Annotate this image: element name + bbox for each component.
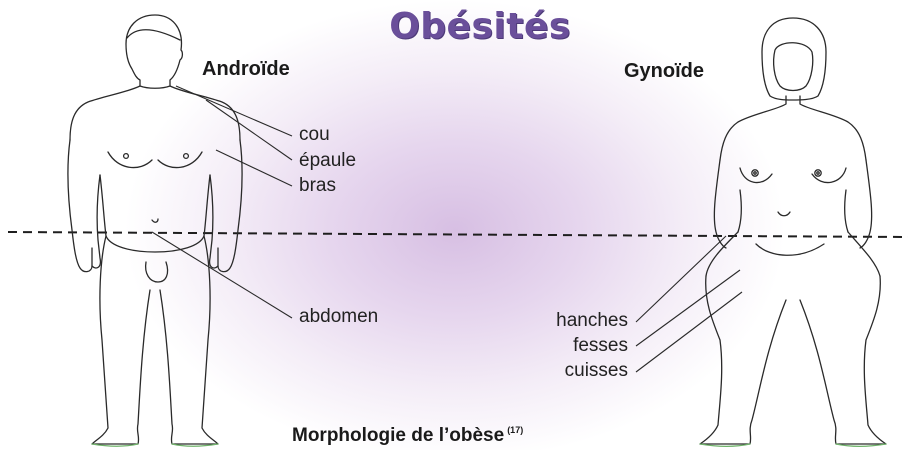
waist-dashed-line [8, 232, 908, 237]
diagram-title: Obésités [370, 6, 590, 47]
caption-text: Morphologie de l’obèse [292, 425, 504, 446]
gynoid-figure [700, 18, 886, 446]
gynoid-leader-lines [636, 236, 742, 372]
label-epaule: épaule [299, 150, 356, 172]
leader-hanches [636, 236, 726, 322]
label-cuisses: cuisses [500, 360, 628, 382]
leader-cuisses [636, 292, 742, 372]
android-heading: Androïde [202, 58, 290, 81]
label-cou: cou [299, 124, 330, 146]
label-hanches: hanches [500, 310, 628, 332]
leader-cou [176, 86, 292, 136]
label-fesses: fesses [500, 335, 628, 357]
android-leader-lines [152, 86, 292, 318]
caption-reference: (17) [507, 425, 523, 435]
leader-fesses [636, 270, 740, 346]
figure-caption: Morphologie de l’obèse(17) [292, 425, 523, 447]
gynoid-heading: Gynoïde [624, 60, 704, 83]
leader-bras [216, 150, 292, 186]
leader-abdomen [152, 232, 292, 318]
label-abdomen: abdomen [299, 306, 378, 328]
label-bras: bras [299, 175, 336, 197]
